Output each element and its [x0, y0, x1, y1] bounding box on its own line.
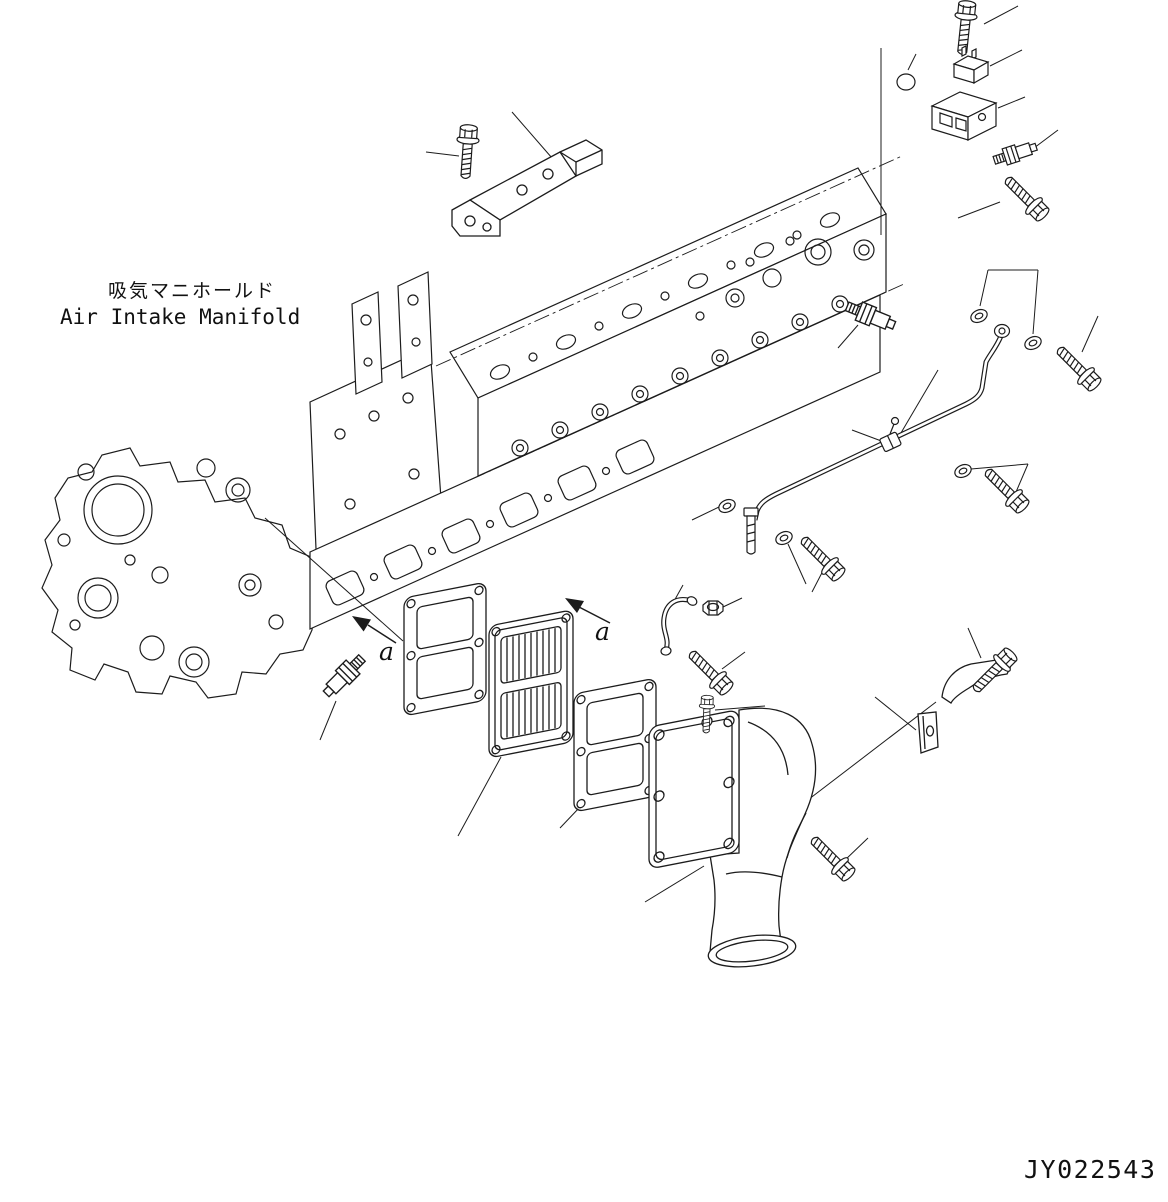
arrowhead	[352, 616, 371, 632]
hex-nut	[702, 600, 724, 616]
pipe-end-bolt	[743, 507, 759, 555]
breather-tube	[660, 596, 698, 656]
sensor-mount-cluster	[896, 0, 1054, 226]
pressure-sensor	[991, 138, 1040, 170]
bolt-elbow-side	[804, 830, 860, 886]
pipe-banjo-fitting	[993, 323, 1011, 339]
o-ring	[896, 73, 916, 91]
temperature-sensor-2	[318, 650, 370, 702]
section-label-a1: a	[379, 637, 394, 666]
section-arrow-a2	[565, 598, 611, 624]
washer-4	[773, 528, 795, 548]
section-label-a2: a	[595, 617, 610, 646]
washer-1	[968, 306, 990, 326]
section-arrow-a1	[352, 616, 397, 644]
clip-bracket	[917, 711, 939, 754]
elbow-flange	[648, 710, 740, 868]
leader-lines	[264, 5, 1099, 903]
washer-5	[716, 496, 738, 516]
washer-2	[1022, 333, 1044, 353]
connector-bracket-block	[930, 91, 998, 141]
arrowhead	[565, 598, 584, 613]
bolt-clamp	[682, 644, 738, 700]
manifold-gasket-rear	[573, 678, 657, 812]
washer-3	[952, 461, 974, 481]
gear-housing	[41, 447, 319, 699]
drawing-number: JY022543	[1024, 1155, 1156, 1184]
title-japanese: 吸気マニホールド	[108, 280, 276, 302]
mounting-bracket	[451, 139, 603, 237]
intake-cover-plate	[488, 610, 574, 758]
bracket-bolt	[453, 123, 481, 180]
electrical-connector	[952, 45, 990, 85]
title-english: Air Intake Manifold	[60, 305, 300, 329]
engine-block	[41, 155, 905, 699]
manifold-gasket-front	[403, 582, 487, 716]
sensor-cluster-bolt	[998, 170, 1054, 226]
pipe-clamp	[879, 416, 902, 452]
air-intake-elbow	[648, 707, 817, 968]
fuel-pipe	[743, 323, 1011, 555]
bolt-right-upper	[1050, 340, 1106, 396]
